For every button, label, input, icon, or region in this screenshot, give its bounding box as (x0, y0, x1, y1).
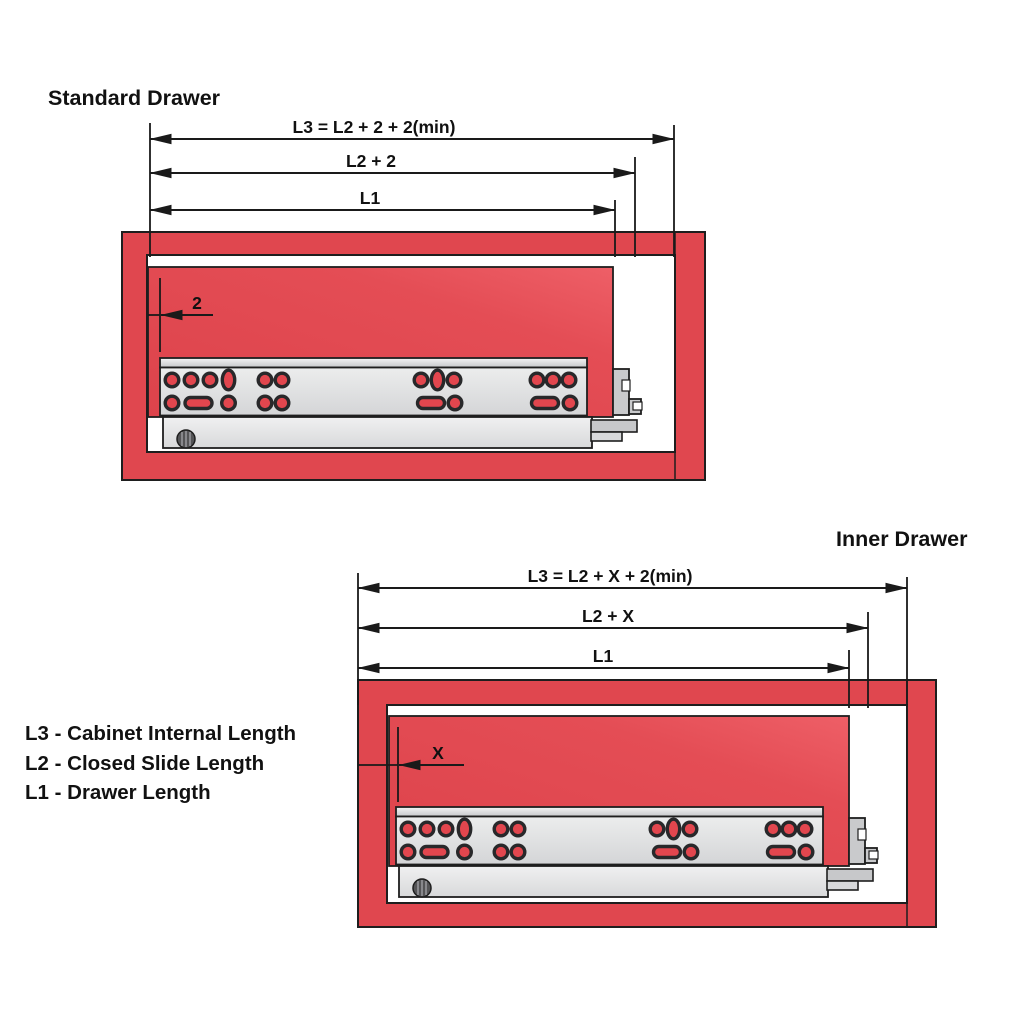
front-gap-label: 2 (192, 293, 202, 313)
dimension-label-l3: L3 = L2 + X + 2(min) (528, 566, 693, 586)
inner-drawer-title: Inner Drawer (836, 527, 968, 551)
slide-assembly (394, 805, 880, 899)
standard-drawer-title: Standard Drawer (48, 86, 221, 110)
inner-drawer-diagram: Inner Drawer X L3 = L2 + X + 2(min) L2 +… (357, 527, 968, 928)
front-gap-dimension: X (358, 727, 464, 802)
legend-line-l2: L2 - Closed Slide Length (25, 752, 264, 775)
dimension-label-l2: L2 + X (582, 606, 634, 626)
dimension-label-l1: L1 (360, 188, 381, 208)
legend-line-l1: L1 - Drawer Length (25, 781, 211, 804)
dimension-label-l3: L3 = L2 + 2 + 2(min) (293, 117, 456, 137)
standard-drawer-diagram: Standard Drawer 2 L3 = L2 + 2 + 2(min) L… (48, 86, 706, 481)
front-gap-dimension: 2 (148, 278, 213, 352)
dimension-label-l2: L2 + 2 (346, 151, 396, 171)
legend-line-l3: L3 - Cabinet Internal Length (25, 722, 296, 745)
front-gap-label: X (432, 743, 444, 763)
slide-assembly (158, 356, 644, 450)
dimension-label-l1: L1 (593, 646, 614, 666)
legend: L3 - Cabinet Internal Length L2 - Closed… (25, 722, 296, 804)
